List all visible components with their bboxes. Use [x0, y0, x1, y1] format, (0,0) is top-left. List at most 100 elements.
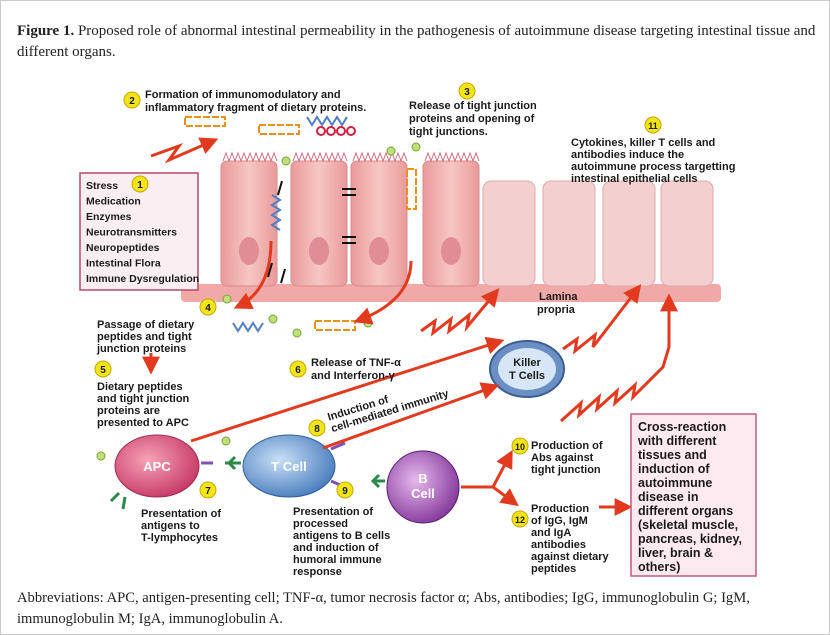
step-badge-9: 9: [336, 481, 354, 499]
label-ig-5: against dietary: [531, 551, 610, 563]
stress-factor-item: Intestinal Flora: [86, 258, 161, 270]
step-number: 8: [314, 424, 320, 435]
label-ig-2: of IgG, IgM: [531, 515, 588, 527]
step-number: 3: [464, 87, 470, 98]
label-formation-1: Formation of immunomodulatory and: [145, 89, 341, 101]
cross-line: autoimmune: [638, 476, 712, 490]
killer-t-cell-core: [498, 348, 556, 390]
label-tnf-2: and Interferon-γ: [311, 370, 396, 382]
label-release-tj-1: Release of tight junction: [409, 100, 537, 112]
label-cytokines-4: intestinal epithelial cells: [571, 173, 698, 185]
label-release-tj-2: proteins and opening of: [409, 113, 535, 125]
step-number: 4: [205, 303, 211, 314]
label-pres-b-5: humoral immune: [293, 554, 382, 566]
zigzag-killer-to-epithelium: [562, 284, 642, 355]
epithelial-cell: [350, 160, 408, 287]
cross-line: (skeletal muscle,: [638, 518, 738, 532]
label-pres-b-2: processed: [293, 518, 348, 530]
step-number: 9: [342, 486, 348, 497]
microvilli: [292, 151, 348, 163]
label-passage-2: peptides and tight: [97, 331, 192, 343]
abbreviations-note: Abbreviations: APC, antigen-presenting c…: [17, 590, 750, 627]
label-formation-2: inflammatory fragment of dietary protein…: [145, 102, 366, 114]
label-lamina-1: Lamina: [539, 291, 578, 303]
damaged-cell: [542, 180, 596, 287]
label-ig-1: Production: [531, 503, 589, 515]
step-badge-4: 4: [199, 298, 217, 316]
nucleus: [369, 237, 389, 265]
epithelial-cell: [422, 160, 480, 287]
stress-factor-item: Neurotransmitters: [86, 227, 177, 239]
label-ig-6: peptides: [531, 563, 576, 575]
stress-factor-item: Medication: [86, 196, 141, 208]
stress-factor-item: Stress: [86, 180, 118, 192]
microvilli: [424, 151, 480, 163]
label-pres-b-6: response: [293, 566, 342, 578]
stress-factors-box: [79, 172, 199, 291]
cross-line: different organs: [638, 504, 733, 518]
label-presented-2: and tight junction: [97, 393, 190, 405]
epithelial-cell: [220, 160, 278, 287]
label-pres-t-2: antigens to: [141, 520, 200, 532]
ig-arrow: [492, 485, 519, 507]
cross-line: liver, brain &: [638, 546, 713, 560]
zigzag-abs-to-epithelium: [559, 293, 678, 423]
receptors: [109, 441, 385, 510]
apc-cell: [114, 434, 200, 498]
apc-label: APC: [143, 459, 171, 474]
cross-reaction-box: [630, 413, 757, 577]
cross-reaction-text: Cross-reaction with different tissues an…: [637, 420, 742, 574]
zigzag-stress-arrow: [150, 137, 219, 164]
cell-mediated-arrow: [322, 382, 500, 450]
step-badge-5: 5: [94, 360, 112, 378]
step-badge-2: 2: [123, 91, 141, 109]
nucleus: [441, 237, 461, 265]
step-badge-1: 1: [131, 175, 149, 193]
label-cytokines-2: antibodies induce the: [571, 149, 684, 161]
epithelium-damaged: [482, 180, 714, 287]
label-pres-b-4: and induction of: [293, 542, 379, 554]
epithelium-healthy: [220, 151, 480, 287]
step-badge-10: 10: [511, 437, 529, 455]
tnf-arrow: [190, 336, 505, 443]
b-cell-label-1: B: [418, 471, 427, 486]
step-badges: 1 2 3 4 5 6 7 8 9 10 11 12: [94, 82, 662, 528]
cross-line: Cross-reaction: [638, 420, 726, 434]
t-cell: [242, 434, 336, 498]
label-presented-1: Dietary peptides: [97, 381, 183, 393]
induction-label-group: Induction of cell-mediated immunity: [326, 388, 451, 435]
step-number: 5: [100, 365, 106, 376]
label-pres-t-1: Presentation of: [141, 508, 221, 520]
label-tnf-1: Release of TNF-α: [311, 357, 401, 369]
killer-label-1: Killer: [513, 357, 541, 369]
label-lamina-2: propria: [537, 304, 576, 316]
epithelial-cell: [290, 160, 348, 287]
step-badge-8: 8: [308, 419, 326, 437]
label-abs-2: Abs against: [531, 452, 594, 464]
label-pres-b-3: antigens to B cells: [293, 530, 390, 542]
label-passage-3: junction proteins: [96, 343, 186, 355]
passage-arrow-2: [353, 260, 413, 325]
stress-factor-item: Enzymes: [86, 211, 132, 223]
label-presented-3: proteins are: [97, 405, 160, 417]
passage-arrow: [233, 240, 273, 310]
cross-line: others): [638, 560, 680, 574]
nucleus: [309, 237, 329, 265]
t-cell-label: T Cell: [271, 459, 306, 474]
dietary-fragments: [96, 115, 421, 461]
cross-line: disease in: [638, 490, 698, 504]
cross-line: with different: [637, 434, 717, 448]
label-release-tj-3: tight junctions.: [409, 126, 488, 138]
nucleus: [239, 237, 259, 265]
cross-line: induction of: [638, 462, 710, 476]
b-cell: [386, 450, 460, 524]
step-number: 12: [515, 515, 525, 525]
microvilli: [222, 151, 278, 163]
caption-text: Proposed role of abnormal intestinal per…: [17, 23, 816, 60]
label-ig-3: and IgA: [531, 527, 571, 539]
label-pres-t-3: T-lymphocytes: [141, 532, 218, 544]
label-passage-1: Passage of dietary: [97, 319, 195, 331]
step-number: 6: [295, 365, 301, 376]
